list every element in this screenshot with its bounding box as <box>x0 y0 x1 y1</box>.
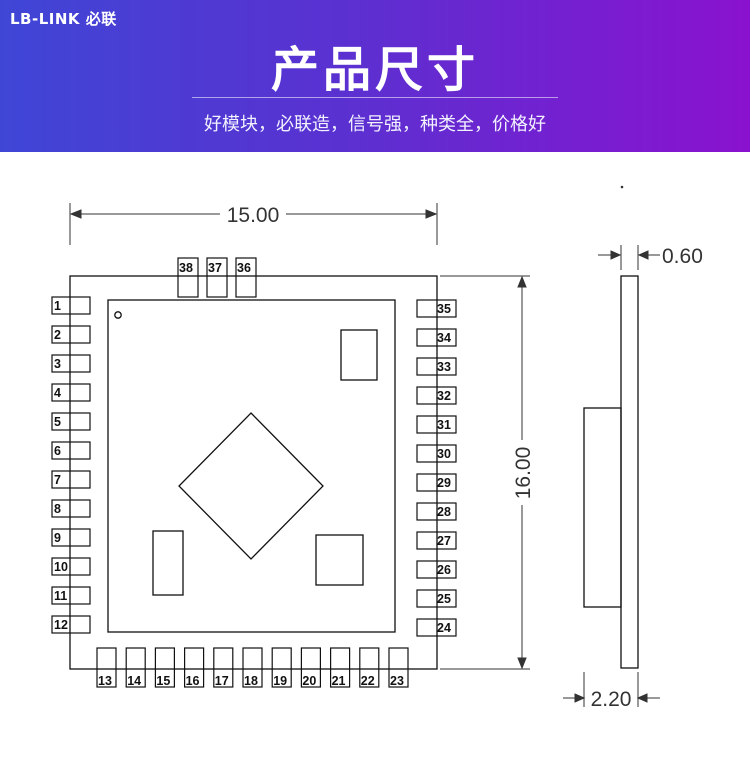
main-chip <box>178 412 324 560</box>
pad-right-5 <box>416 502 457 521</box>
pin-number: 1 <box>54 299 61 313</box>
pads-right: 24 25 26 27 28 29 30 31 32 33 34 35 <box>416 299 457 637</box>
pin1-marker <box>114 311 122 319</box>
pin-number: 11 <box>54 589 67 603</box>
pin-number: 25 <box>437 592 451 606</box>
brand-logo: LB-LINK 必联 <box>10 10 117 28</box>
pad-bottom-5 <box>213 647 234 688</box>
pad-bottom-10 <box>359 647 380 688</box>
pin-number: 31 <box>437 418 451 432</box>
shield-outline <box>107 299 396 633</box>
pin-number: 24 <box>437 621 451 635</box>
pad-top-2 <box>206 257 228 298</box>
pin-number: 32 <box>437 389 451 403</box>
component-bottom-right <box>315 534 364 586</box>
pin-number: 13 <box>98 674 112 688</box>
pad-left-6 <box>51 441 91 460</box>
pad-left-2 <box>51 325 91 344</box>
pad-left-4 <box>51 383 91 402</box>
pad-left-1 <box>51 296 91 315</box>
page-subtitle: 好模块，必联造，信号强，种类全，价格好 <box>204 114 546 135</box>
pin-number: 12 <box>54 618 68 632</box>
pad-right-7 <box>416 444 457 463</box>
pin-number: 34 <box>437 331 451 345</box>
pin-number: 36 <box>237 261 251 275</box>
module-outline <box>69 275 438 670</box>
pin-number: 35 <box>437 302 451 316</box>
pin-number: 38 <box>179 261 193 275</box>
pads-bottom: 13 14 15 16 17 18 19 20 21 22 23 <box>96 647 409 688</box>
pin-number: 10 <box>54 560 68 574</box>
pin-number: 9 <box>54 531 61 545</box>
component-top-right <box>340 329 378 381</box>
pin-number: 28 <box>437 505 451 519</box>
pad-left-7 <box>51 470 91 489</box>
pad-top-3 <box>177 257 199 298</box>
pad-left-3 <box>51 354 91 373</box>
side-pcb <box>620 275 639 669</box>
pin-number: 33 <box>437 360 451 374</box>
pad-left-5 <box>51 412 91 431</box>
pin-number: 8 <box>54 502 61 516</box>
pin-number: 17 <box>215 674 229 688</box>
pad-right-3 <box>416 560 457 579</box>
pad-right-9 <box>416 386 457 405</box>
pin-number: 15 <box>156 674 170 688</box>
pin-number: 20 <box>302 674 316 688</box>
pin-number: 29 <box>437 476 451 490</box>
pin-number: 27 <box>437 534 451 548</box>
pads-top: 36 37 38 <box>177 257 257 298</box>
height-label: 16.00 <box>512 447 535 500</box>
pin-number: 19 <box>273 674 287 688</box>
pad-left-9 <box>51 528 91 547</box>
pad-right-2 <box>416 589 457 608</box>
pad-bottom-3 <box>154 647 175 688</box>
pin-number: 26 <box>437 563 451 577</box>
pad-right-11 <box>416 328 457 347</box>
pin-number: 30 <box>437 447 451 461</box>
pin-number: 21 <box>332 674 346 688</box>
pin-number: 16 <box>186 674 200 688</box>
pad-bottom-6 <box>242 647 263 688</box>
pad-bottom-1 <box>96 647 117 688</box>
page-title: 产品尺寸 <box>270 42 479 98</box>
pin-number: 37 <box>208 261 222 275</box>
pin-number: 23 <box>390 674 404 688</box>
pad-left-8 <box>51 499 91 518</box>
pin-number: 18 <box>244 674 258 688</box>
pad-right-10 <box>416 357 457 376</box>
pin-number: 7 <box>54 473 61 487</box>
width-label: 15.00 <box>227 204 280 227</box>
pad-left-11 <box>51 586 91 605</box>
pad-bottom-7 <box>271 647 292 688</box>
pin-number: 6 <box>54 444 61 458</box>
pad-bottom-9 <box>330 647 351 688</box>
pad-right-12 <box>416 299 457 318</box>
pad-bottom-2 <box>125 647 146 688</box>
thickness-label: 0.60 <box>662 245 703 268</box>
pad-bottom-8 <box>300 647 321 688</box>
pin-number: 5 <box>54 415 61 429</box>
pad-right-1 <box>416 618 457 637</box>
header-banner: LB-LINK 必联 产品尺寸 好模块，必联造，信号强，种类全，价格好 <box>0 0 750 152</box>
pin-number: 22 <box>361 674 375 688</box>
pad-top-1 <box>235 257 257 298</box>
pad-bottom-4 <box>184 647 205 688</box>
component-left <box>152 530 184 596</box>
title-divider <box>192 97 558 98</box>
pin-number: 2 <box>54 328 61 342</box>
pin-number: 14 <box>127 674 141 688</box>
pin-number: 4 <box>54 386 61 400</box>
pad-left-10 <box>51 557 91 576</box>
pin-number: 3 <box>54 357 61 371</box>
pad-right-6 <box>416 473 457 492</box>
pad-right-4 <box>416 531 457 550</box>
pad-bottom-11 <box>388 647 409 688</box>
pad-left-12 <box>51 615 91 634</box>
pad-right-8 <box>416 415 457 434</box>
side-shield <box>583 407 622 608</box>
total-depth-label: 2.20 <box>591 688 632 711</box>
